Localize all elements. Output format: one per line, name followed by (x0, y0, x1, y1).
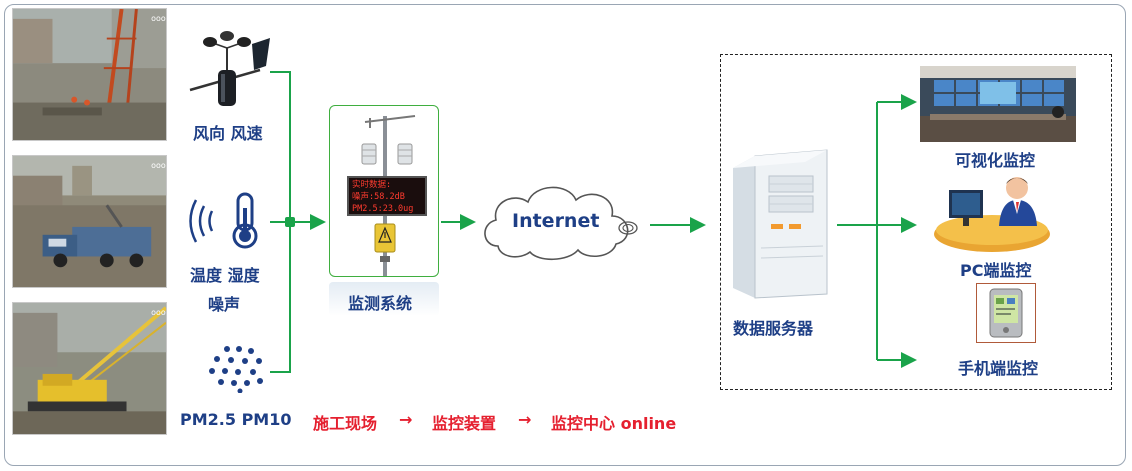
control-room-icon (920, 66, 1076, 142)
led-display: 实时数据: 噪声:58.2dB PM2.5:23.0ug (347, 176, 427, 216)
pc-operator-icon (934, 177, 1050, 252)
junction-node (285, 217, 295, 227)
server-icon (733, 149, 828, 299)
monitor-station-illustration (361, 115, 416, 276)
led-line-3: PM2.5:23.0ug (352, 204, 414, 214)
flow-step-center: 监控中心 online (551, 414, 677, 433)
noise-label: 噪声 (208, 295, 241, 314)
temp-humidity-label: 温度 湿度 (190, 266, 260, 285)
pc-monitor-label: PC端监控 (960, 261, 1032, 280)
svg-text:ooo: ooo (151, 308, 166, 317)
svg-text:ooo: ooo (151, 14, 166, 23)
svg-text:ooo: ooo (151, 161, 166, 170)
server-zone-frame (720, 54, 1112, 390)
anemometer-icon (189, 31, 270, 106)
flow-step-site: 施工现场 (313, 414, 378, 433)
monitor-station-base (329, 282, 439, 316)
visual-monitor-label: 可视化监控 (955, 151, 1036, 170)
flow-step-device: 监控装置 (432, 414, 497, 433)
server-label: 数据服务器 (733, 319, 814, 338)
line-dust (270, 222, 291, 373)
line-wind (270, 71, 291, 222)
station-label: 监测系统 (348, 294, 413, 313)
mobile-device-icon (976, 283, 1036, 343)
internet-label: Internet (512, 210, 600, 232)
mobile-monitor-label: 手机端监控 (958, 359, 1039, 378)
site-photo-pile-driver: ooo (12, 8, 167, 141)
flow-arrow-1: → (399, 410, 413, 429)
led-line-1: 实时数据: (352, 180, 392, 190)
dust-particles-icon (209, 346, 263, 393)
site-photo-crane: ooo (12, 302, 167, 435)
thermometer-sound-icon (189, 192, 258, 249)
particulate-label: PM2.5 PM10 (180, 410, 292, 429)
cloud-icon (484, 186, 638, 261)
led-line-2: 噪声:58.2dB (352, 192, 405, 202)
wind-label: 风向 风速 (193, 124, 263, 143)
site-photo-truck: ooo (12, 155, 167, 288)
flow-arrow-2: → (518, 410, 532, 429)
